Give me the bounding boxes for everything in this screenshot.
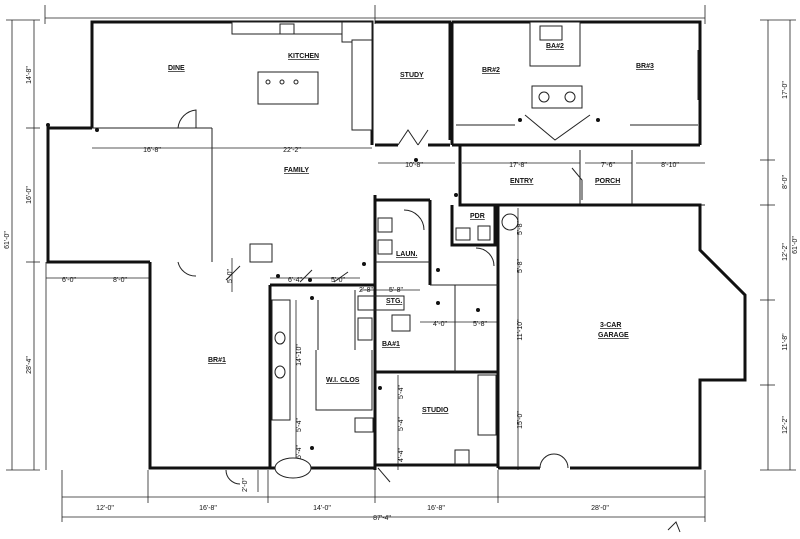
room-label-br1: BR#1 xyxy=(208,357,226,364)
dim-6-4: 6'-4" xyxy=(288,277,302,284)
dim-v-5-8b: 5'-8" xyxy=(517,259,524,273)
room-label-study: STUDY xyxy=(400,72,424,79)
dim-porch-width-2: 8'-10" xyxy=(661,162,679,169)
dim-v-14-10: 14'-10" xyxy=(296,344,303,366)
dim-8-0: 8'-0" xyxy=(113,277,127,284)
dim-5-8: 5'-8" xyxy=(389,287,403,294)
walls xyxy=(46,20,747,470)
dim-left-1: 14'-8" xyxy=(26,66,33,84)
dim-bottom-total: 87'-4" xyxy=(373,515,391,522)
dim-5-8b: 5'-8" xyxy=(473,321,487,328)
dim-v-5-4b: 5'-4" xyxy=(398,417,405,431)
dim-2-8: 2'-8" xyxy=(359,287,373,294)
dim-entry-width-2: 17'-8" xyxy=(509,162,527,169)
dim-bottom-1: 12'-0" xyxy=(96,505,114,512)
room-label-kitchen: KITCHEN xyxy=(288,53,319,60)
dim-v-4-4: 4'-4" xyxy=(398,448,405,462)
room-label-stg: STG. xyxy=(386,298,402,305)
room-label-family: FAMILY xyxy=(284,167,309,174)
room-label-laun: LAUN. xyxy=(396,251,417,258)
room-label-br3: BR#3 xyxy=(636,63,654,70)
dim-right-total: 61'-0" xyxy=(792,236,799,254)
dim-v-5-4a: 5'-4" xyxy=(398,385,405,399)
room-label-ba2: BA#2 xyxy=(546,43,564,50)
dim-dine-width: 16'-8" xyxy=(143,147,161,154)
dim-v-5-4c: 5'-4" xyxy=(296,418,303,432)
room-label-studio: STUDIO xyxy=(422,407,449,414)
dim-6-0: 6'-0" xyxy=(62,277,76,284)
dim-right-4: 11'-8" xyxy=(782,333,789,351)
interior-details xyxy=(46,21,699,533)
dim-left-small: 2'-0" xyxy=(242,478,249,492)
dim-porch-width-1: 7'-6" xyxy=(601,162,615,169)
dim-right-2: 8'-0" xyxy=(782,175,789,189)
dim-family-width: 22'-2" xyxy=(283,147,301,154)
dim-5-0: 5'-0" xyxy=(227,269,234,283)
room-label-porch: PORCH xyxy=(595,178,620,185)
room-label-wi-clos: W.I. CLOS xyxy=(326,377,360,384)
dim-left-3: 28'-4" xyxy=(26,356,33,374)
room-label-pdr: PDR xyxy=(470,213,485,220)
dimension-lines xyxy=(6,5,796,522)
dim-left-2: 16'-0" xyxy=(26,186,33,204)
dim-right-3: 12'-2" xyxy=(782,243,789,261)
dim-left-total: 61'-0" xyxy=(4,231,11,249)
dim-v-5-8: 5'-8" xyxy=(517,221,524,235)
dim-entry-width-1: 10'-8" xyxy=(405,162,423,169)
dimension-labels: 14'-8" 16'-0" 28'-4" 61'-0" 2'-0" 17'-0"… xyxy=(4,66,799,522)
dim-5-0b: 5'-0" xyxy=(331,277,345,284)
dim-bottom-2: 16'-8" xyxy=(199,505,217,512)
room-label-dine: DINE xyxy=(168,65,185,72)
dim-bottom-5: 28'-0" xyxy=(591,505,609,512)
dim-right-5: 12'-2" xyxy=(782,416,789,434)
dim-bottom-3: 14'-0" xyxy=(313,505,331,512)
dim-right-1: 17'-0" xyxy=(782,81,789,99)
room-label-garage-1: 3-CAR xyxy=(600,322,621,329)
dim-v-11-10: 11'-10" xyxy=(517,319,524,341)
dim-bottom-4: 16'-8" xyxy=(427,505,445,512)
room-label-garage-2: GARAGE xyxy=(598,332,629,339)
room-label-br2: BR#2 xyxy=(482,67,500,74)
room-label-entry: ENTRY xyxy=(510,178,534,185)
dim-v-5-4d: 5'-4" xyxy=(296,445,303,459)
room-label-ba1: BA#1 xyxy=(382,341,400,348)
room-labels: DINE KITCHEN STUDY BR#2 BA#2 BR#3 FAMILY… xyxy=(168,43,654,414)
dim-v-15-0: 15'-0" xyxy=(517,411,524,429)
dim-4-0: 4'-0" xyxy=(433,321,447,328)
